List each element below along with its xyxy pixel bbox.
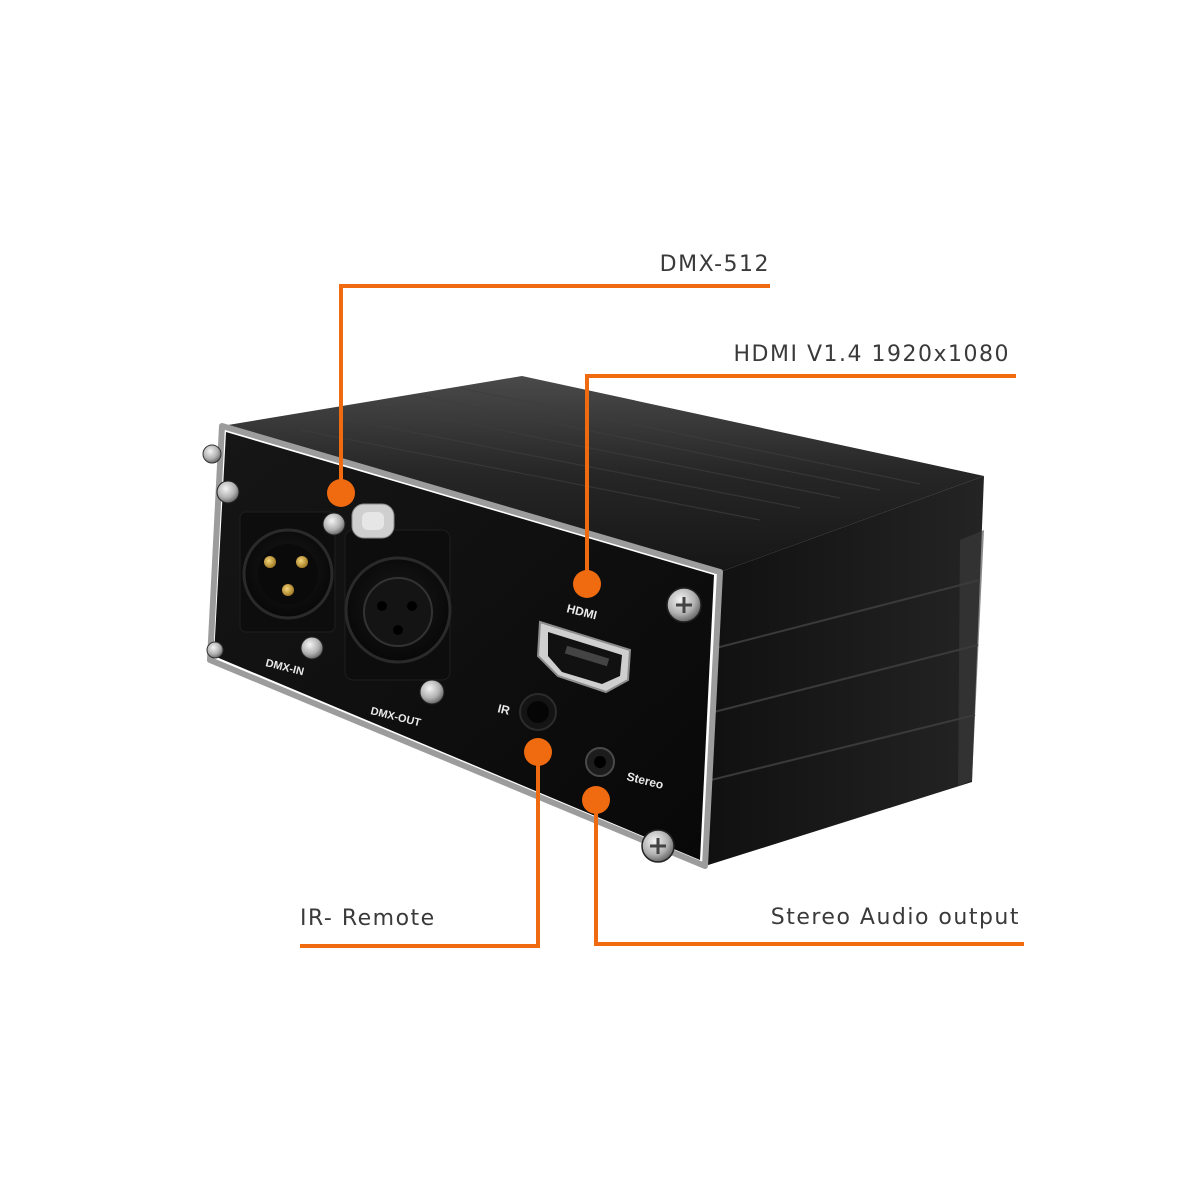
callout-lines [300, 284, 1024, 948]
ir-callout-dot [524, 738, 552, 766]
side-grooves [710, 579, 981, 781]
dmx-out-connector [322, 503, 452, 705]
enclosure-side [705, 476, 984, 866]
dmx-in-connector [216, 480, 336, 660]
dmx-callout-label: DMX-512 [659, 252, 770, 277]
front-bezel [207, 423, 723, 869]
stereo-jack [585, 747, 615, 777]
enclosure-top [222, 376, 984, 572]
corner-screws [202, 444, 702, 863]
hdmi-callout-line [585, 374, 1016, 584]
hdmi-port [536, 620, 632, 694]
ir-callout-label: IR- Remote [300, 906, 436, 931]
dmx-callout-dot [327, 479, 355, 507]
ir-receiver [519, 693, 557, 731]
hdmi-callout-label: HDMI V1.4 1920x1080 [733, 342, 1010, 367]
stereo-callout-dot [582, 786, 610, 814]
top-ridges [299, 387, 921, 521]
dmx-callout-line [339, 284, 770, 493]
stereo-callout-label: Stereo Audio output [770, 905, 1020, 930]
callout-dots [327, 479, 610, 814]
panel-label-ir: IR [496, 701, 511, 718]
ir-callout-line [300, 752, 540, 948]
stereo-callout-line [594, 800, 1024, 946]
hdmi-callout-dot [573, 570, 601, 598]
